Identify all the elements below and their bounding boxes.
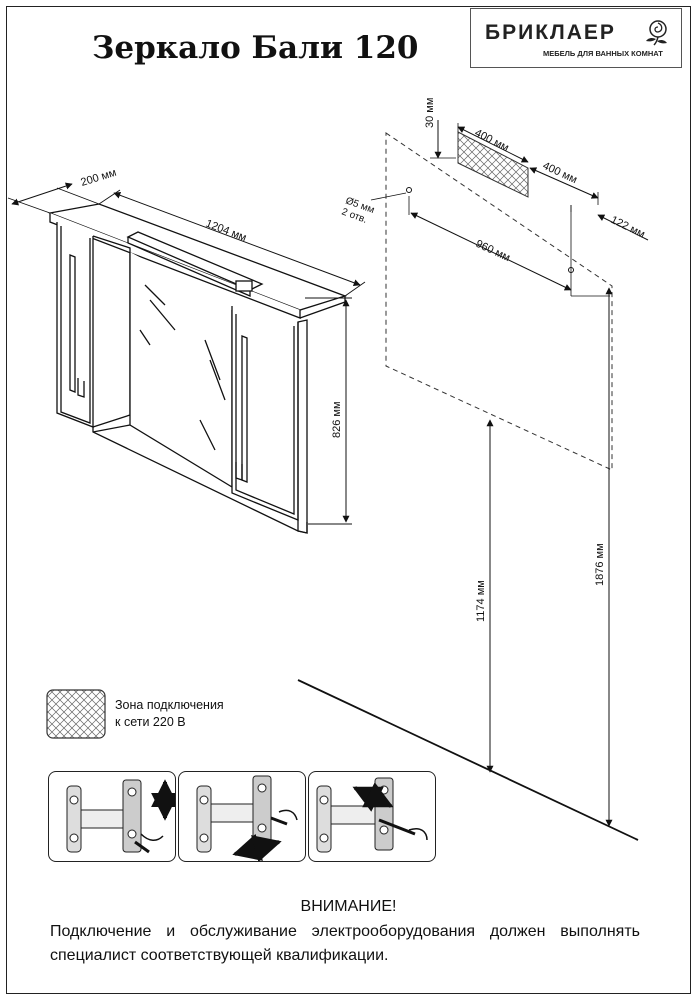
hole-spacing-dimension: 960 мм: [410, 212, 572, 291]
zone-offset-label: 400 мм: [541, 160, 579, 186]
page-frame: [6, 6, 691, 994]
hinge-vertical-illustration: [66, 779, 175, 854]
brand-tagline: МЕБЕЛЬ ДЛЯ ВАННЫХ КОМНАТ: [543, 49, 663, 58]
floor-to-holes-dimension: 1876 мм: [571, 287, 613, 827]
warning-title: ВНИМАНИЕ!: [300, 898, 397, 915]
page-title: Зеркало Бали 120: [92, 30, 419, 66]
hinge-horizontal-illustration: [196, 775, 298, 861]
height-dimension: 826 мм: [305, 297, 352, 525]
gap-top-label: 30 мм: [424, 98, 436, 128]
floor-line: [297, 679, 639, 841]
hinge-depth-illustration: [316, 777, 428, 853]
height-label: 826 мм: [331, 401, 343, 438]
legend: Зона подключения к сети 220 В: [115, 697, 224, 731]
width-label: 1204 мм: [204, 218, 248, 244]
hinge-step-horizontal: [178, 771, 306, 862]
side-offset-label: 122 мм: [609, 214, 647, 241]
floor-to-holes-label: 1876 мм: [594, 543, 606, 586]
brand-logo: БРИКЛАЕР МЕБЕЛЬ ДЛЯ ВАННЫХ КОМНАТ: [470, 8, 682, 68]
wall-outline: [385, 131, 613, 471]
legend-line-2: к сети 220 В: [115, 715, 186, 729]
side-offset-dimension: 122 мм: [570, 205, 649, 241]
warning-text: Подключение и обслуживание электрооборуд…: [50, 923, 640, 964]
hinge-adjustment-steps: [48, 771, 436, 862]
hinge-step-vertical: [48, 771, 176, 862]
hole-spacing-label: 960 мм: [474, 238, 512, 264]
hinge-step-depth: [308, 771, 436, 862]
legend-line-1: Зона подключения: [115, 698, 224, 712]
brand-name: БРИКЛАЕР: [485, 21, 616, 44]
rose-icon: [646, 20, 667, 46]
mounting-holes: [370, 187, 574, 296]
gap-top-dimension: 30 мм: [424, 98, 456, 159]
depth-label: 200 мм: [79, 167, 117, 189]
floor-to-bottom-dimension: 1174 мм: [475, 419, 494, 773]
zone-offset-dimension: 400 мм: [529, 160, 599, 205]
floor-to-bottom-label: 1174 мм: [475, 580, 487, 622]
legend-swatch: [46, 689, 106, 739]
mirror-cabinet-drawing: [47, 203, 348, 534]
